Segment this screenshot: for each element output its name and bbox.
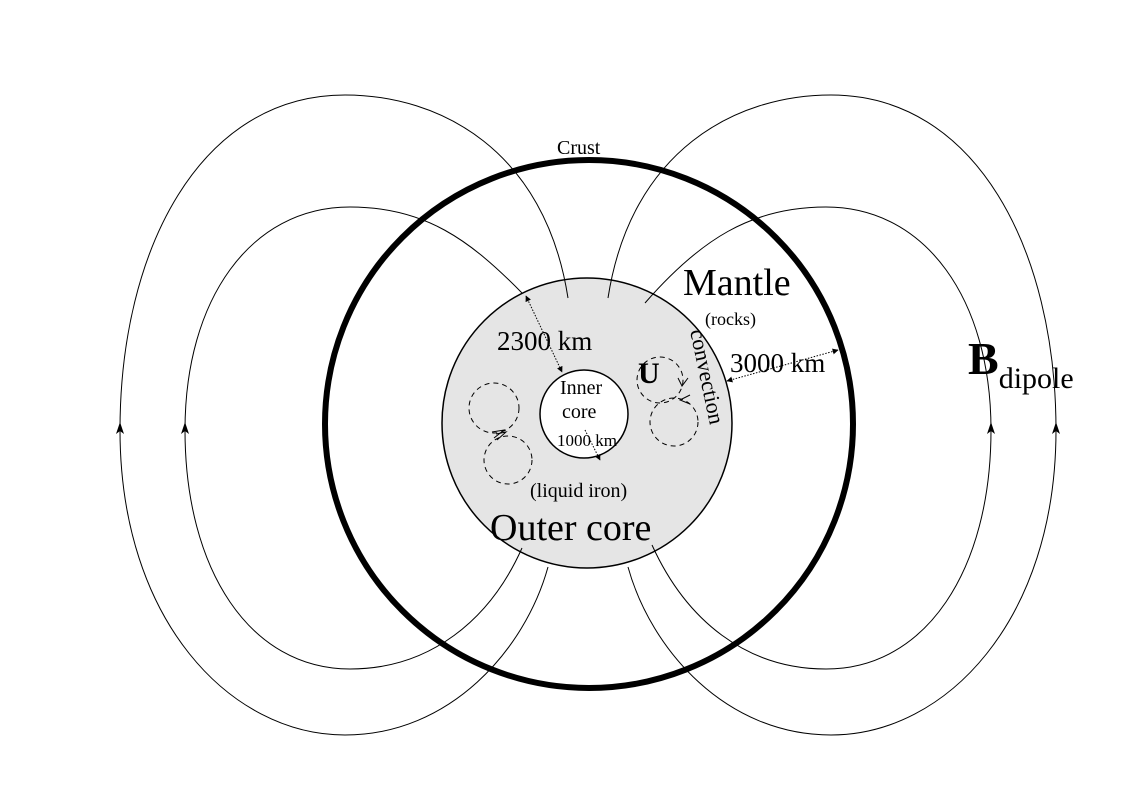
outer-core-distance-label: 2300 km xyxy=(497,326,592,356)
inner-core xyxy=(539,369,629,459)
distance-arrows xyxy=(525,295,839,461)
field-label: Bdipole xyxy=(968,333,1074,395)
inner-core-distance-label: 1000 km xyxy=(557,431,617,450)
convection-loops xyxy=(468,356,699,485)
mantle-distance-label: 3000 km xyxy=(730,348,825,378)
arrow-up-icon xyxy=(1052,422,1060,434)
field-line-outer-left xyxy=(119,94,569,736)
crust-label: Crust xyxy=(557,137,601,159)
arrow-up-icon xyxy=(116,422,124,434)
arrow-up-icon xyxy=(987,422,995,434)
field-main-label: B xyxy=(968,333,999,384)
mantle-sub-label: (rocks) xyxy=(705,309,756,330)
field-arrows xyxy=(116,422,1060,434)
inner-core-label-1: Inner xyxy=(560,377,603,399)
inner-core-label-2: core xyxy=(562,401,597,423)
field-sub-label: dipole xyxy=(999,362,1074,395)
outer-core-sub-label: (liquid iron) xyxy=(530,480,627,502)
crust-circle xyxy=(322,157,856,691)
convection-arrows xyxy=(491,377,691,441)
velocity-label: U xyxy=(638,357,660,390)
field-line-outer-right xyxy=(607,94,1057,736)
arrow-up-icon xyxy=(181,422,189,434)
mantle-label: Mantle xyxy=(683,262,791,304)
outer-core-label: Outer core xyxy=(490,507,651,549)
